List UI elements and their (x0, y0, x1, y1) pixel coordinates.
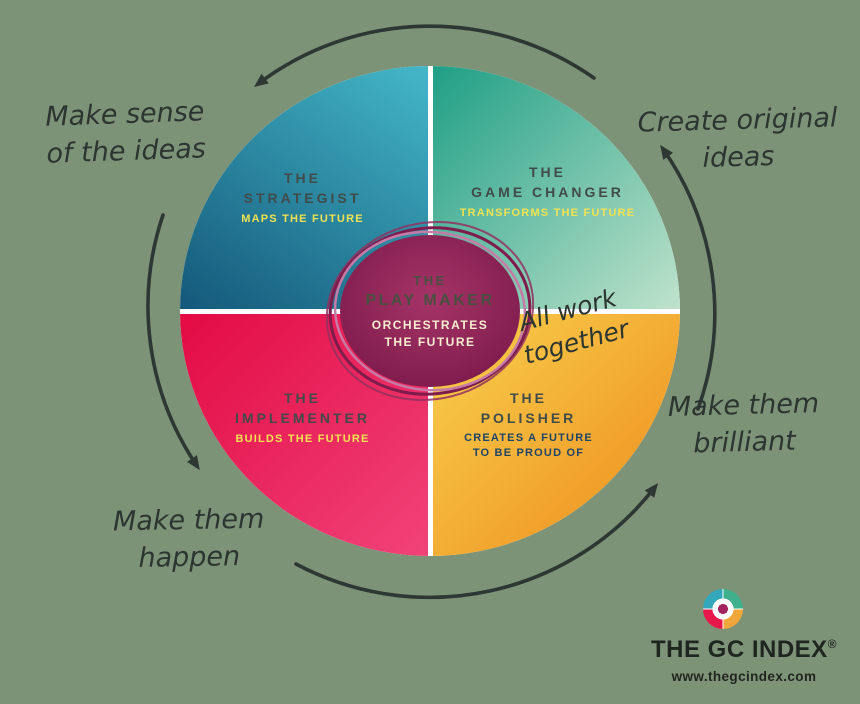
polisher-label: THE POLISHER CREATES A FUTURE TO BE PROU… (436, 388, 621, 461)
strategist-tagline: MAPS THE FUTURE (241, 213, 364, 225)
gc-index-logo-icon (703, 589, 743, 629)
strategist-name: STRATEGIST (243, 190, 362, 206)
brand-name: THE GC INDEX® (630, 636, 858, 664)
implementer-name: IMPLEMENTER (235, 410, 370, 426)
game-changer-tagline: TRANSFORMS THE FUTURE (459, 207, 636, 219)
implementer-label: THE IMPLEMENTER BUILDS THE FUTURE (205, 388, 400, 447)
annotation-create-original-ideas: Create original ideas (632, 99, 844, 178)
polisher-tagline-line1: CREATES A FUTURE (464, 432, 593, 444)
strategist-label: THE STRATEGIST MAPS THE FUTURE (205, 168, 400, 227)
annotation-line: brilliant (692, 425, 797, 460)
brand-website: www.thegcindex.com (671, 669, 817, 684)
annotation-make-sense: Make sense of the ideas (27, 93, 224, 174)
annotation-make-them-brilliant: Make them brilliant (654, 385, 834, 464)
annotation-line: of the ideas (45, 133, 207, 170)
play-maker-tagline-line1: ORCHESTRATES (371, 318, 489, 332)
play-maker-name: PLAY MAKER (365, 292, 495, 309)
game-changer-label: THE GAME CHANGER TRANSFORMS THE FUTURE (445, 162, 650, 221)
registered-mark-icon: ® (827, 637, 838, 651)
play-maker-label: THE PLAY MAKER ORCHESTRATES THE FUTURE (342, 272, 518, 351)
brand-name-text: THE GC INDEX (650, 636, 828, 663)
game-changer-the: THE (529, 164, 566, 180)
polisher-tagline-line2: TO BE PROUD OF (472, 447, 585, 459)
annotation-line: Make them (112, 503, 265, 538)
annotation-line: happen (138, 541, 241, 574)
implementer-the: THE (284, 390, 321, 406)
annotation-make-them-happen: Make them happen (92, 500, 285, 577)
implementer-tagline: BUILDS THE FUTURE (235, 433, 370, 445)
annotation-line: ideas (702, 141, 775, 174)
play-maker-tagline-line2: THE FUTURE (384, 335, 476, 349)
play-maker-the: THE (413, 273, 447, 288)
strategist-the: THE (284, 170, 321, 186)
annotation-line: Create original (637, 102, 838, 139)
polisher-the: THE (510, 390, 547, 406)
annotation-line: Make them (667, 388, 820, 423)
game-changer-name: GAME CHANGER (471, 184, 624, 200)
polisher-name: POLISHER (480, 410, 577, 426)
